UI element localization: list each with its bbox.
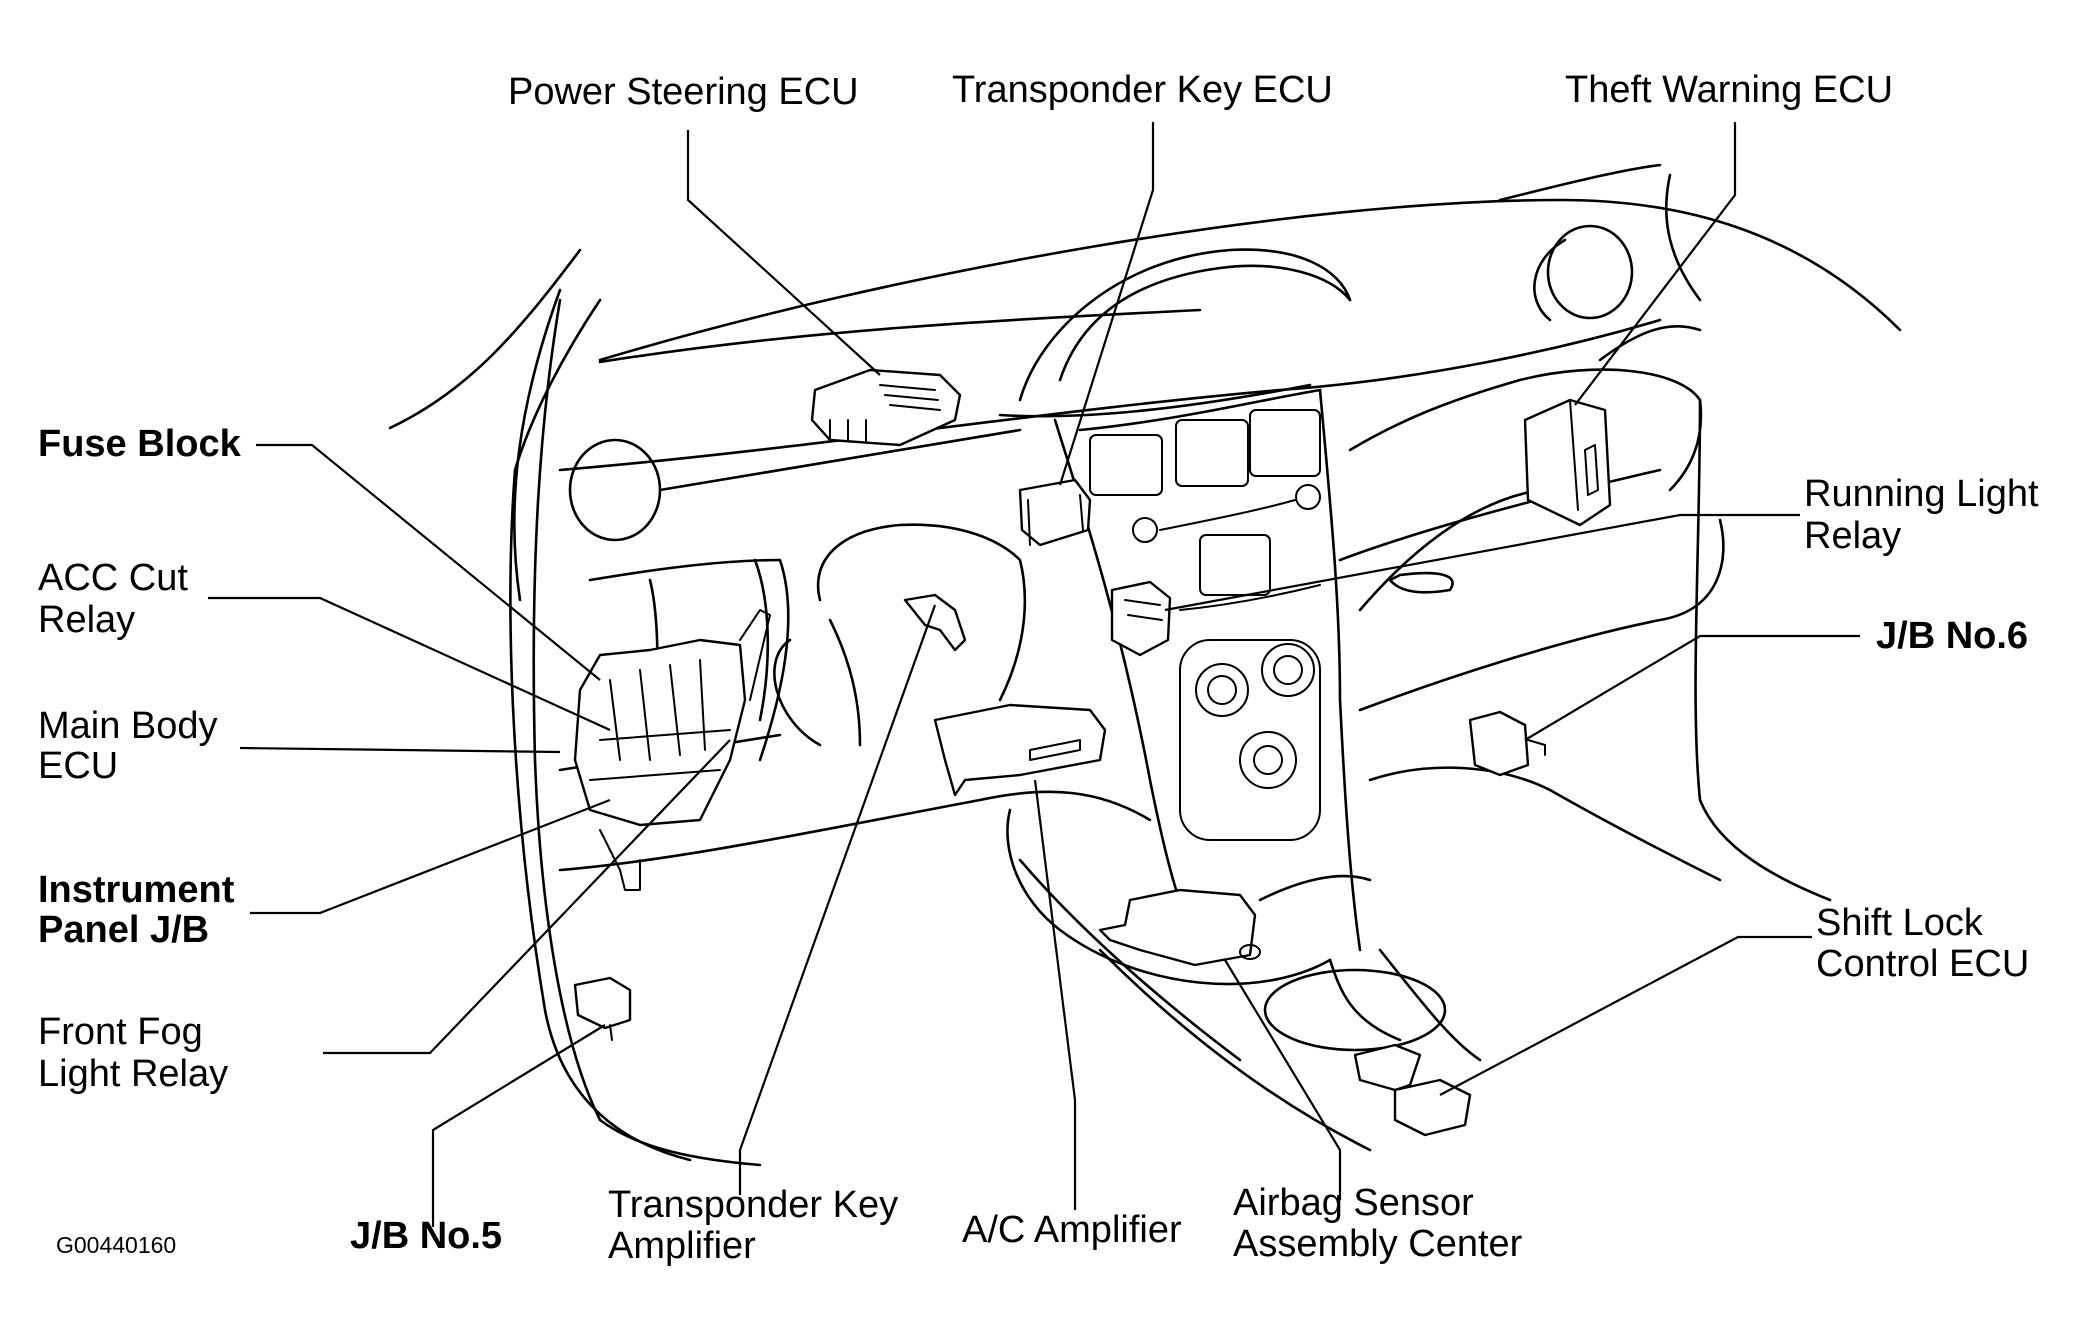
label-acc-cut-relay-line2: Relay: [38, 599, 136, 641]
label-airbag-sensor-line1: Airbag Sensor: [1233, 1182, 1474, 1224]
label-theft-warning-ecu: Theft Warning ECU: [1565, 69, 1894, 111]
label-fuse-block: Fuse Block: [38, 423, 241, 465]
airbag-sensor-part: [1098, 888, 1261, 967]
leader-lines: [208, 122, 1860, 1227]
ac-amplifier-part: [933, 703, 1107, 797]
jb-no5-part: [573, 976, 632, 1041]
label-front-fog-relay-line1: Front Fog: [38, 1011, 203, 1053]
running-light-relay-part: [1110, 580, 1172, 657]
dashboard-outline: [388, 163, 1902, 1167]
fuse-block-part: [573, 609, 771, 891]
label-main-body-ecu-line1: Main Body: [38, 705, 218, 747]
label-power-steering-ecu: Power Steering ECU: [508, 71, 859, 113]
transponder-key-ecu-part: [1018, 478, 1092, 547]
label-shift-lock-ecu-line2: Control ECU: [1816, 943, 2030, 985]
label-instrument-panel-jb-line2: Panel J/B: [38, 909, 210, 951]
label-front-fog-relay-line2: Light Relay: [38, 1053, 229, 1095]
label-jb-no5: J/B No.5: [350, 1215, 503, 1257]
shift-lock-ecu-part: [1353, 1043, 1472, 1137]
label-airbag-sensor-line2: Assembly Center: [1233, 1223, 1523, 1265]
label-transponder-key-amplifier-line1: Transponder Key: [608, 1184, 899, 1226]
label-instrument-panel-jb-line1: Instrument: [38, 869, 235, 911]
label-shift-lock-ecu-line1: Shift Lock: [1816, 902, 1983, 944]
label-transponder-key-amplifier-line2: Amplifier: [608, 1225, 756, 1267]
label-running-light-relay-line1: Running Light: [1804, 473, 2039, 515]
power-steering-ecu-part: [810, 368, 962, 447]
label-transponder-key-ecu: Transponder Key ECU: [952, 69, 1333, 111]
theft-warning-ecu-part: [1523, 398, 1612, 527]
label-main-body-ecu-line2: ECU: [38, 745, 119, 787]
label-jb-no6: J/B No.6: [1876, 615, 2029, 657]
label-acc-cut-relay-line1: ACC Cut: [38, 557, 188, 599]
transponder-key-amplifier-part: [903, 593, 967, 652]
figure-id: G00440160: [56, 1232, 177, 1258]
label-running-light-relay-line2: Relay: [1804, 515, 1902, 557]
jb-no6-part: [1468, 710, 1546, 777]
label-ac-amplifier: A/C Amplifier: [962, 1209, 1182, 1251]
